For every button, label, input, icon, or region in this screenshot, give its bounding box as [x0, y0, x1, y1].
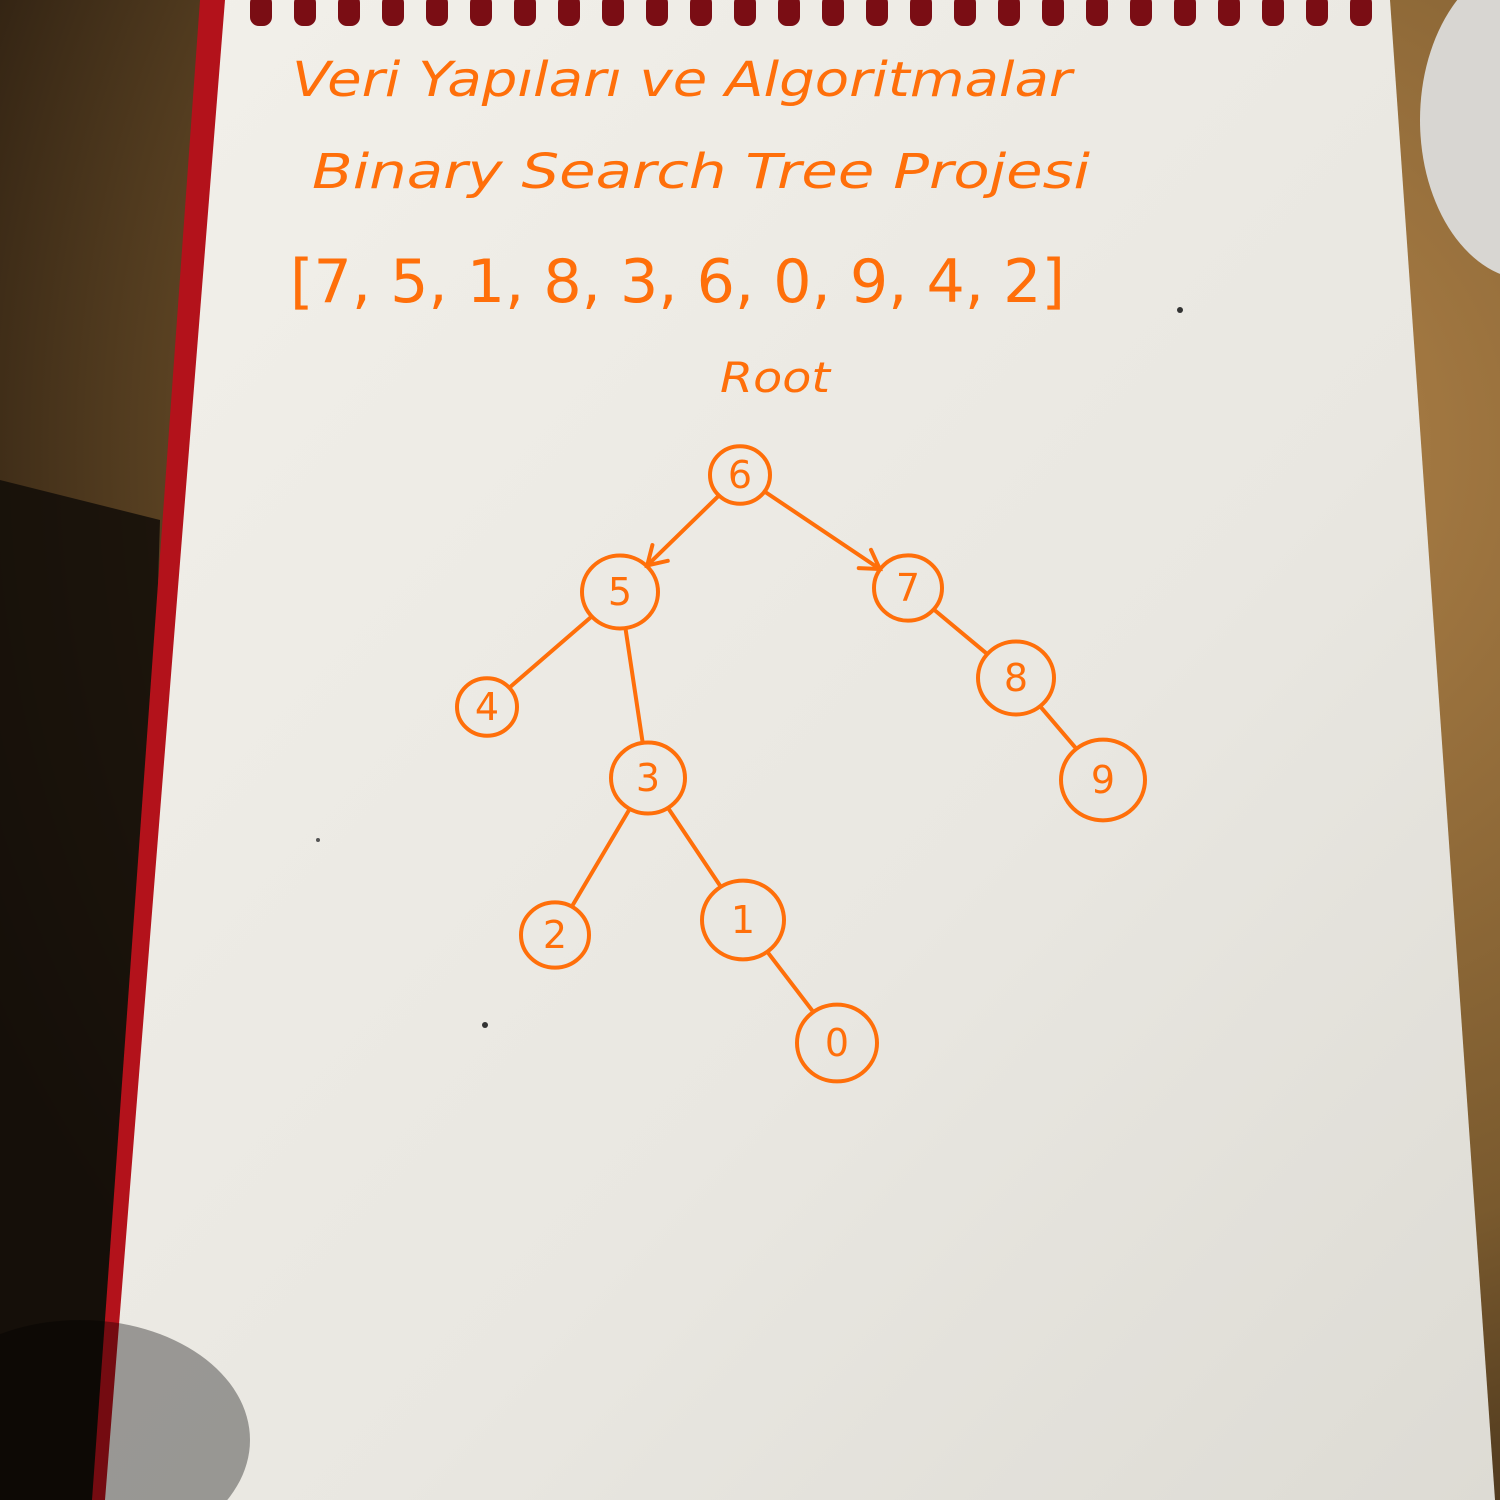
tree-node-1: 1 — [700, 878, 786, 962]
spiral-ring — [294, 0, 316, 26]
spiral-ring — [338, 0, 360, 26]
spiral-ring — [1262, 0, 1284, 26]
paper-speck — [1177, 307, 1183, 313]
round-object — [1420, 0, 1500, 274]
spiral-ring — [1086, 0, 1108, 26]
tree-node-8: 8 — [976, 639, 1056, 717]
tree-edge-n1-n0 — [765, 950, 815, 1014]
tree-node-7: 7 — [872, 553, 944, 623]
array-list: [7, 5, 1, 8, 3, 6, 0, 9, 4, 2] — [290, 247, 1065, 317]
tree-node-0: 0 — [795, 1002, 879, 1084]
spiral-ring — [954, 0, 976, 26]
spiral-ring — [646, 0, 668, 26]
spiral-ring — [1042, 0, 1064, 26]
tree-edge-n6-n7 — [762, 489, 882, 572]
node-label: 1 — [731, 898, 755, 942]
node-label: 5 — [608, 570, 632, 614]
tree-node-2: 2 — [519, 900, 591, 970]
spiral-ring — [866, 0, 888, 26]
tree-node-5: 5 — [580, 553, 660, 631]
tree-node-9: 9 — [1059, 737, 1147, 823]
tree-edge-n3-n1 — [666, 806, 723, 888]
spiral-binding — [250, 0, 1372, 26]
title-line-2: Binary Search Tree Projesi — [312, 144, 1091, 200]
spiral-ring — [1306, 0, 1328, 26]
tree-edge-n3-n2 — [570, 807, 632, 908]
spiral-ring — [734, 0, 756, 26]
spiral-ring — [1350, 0, 1372, 26]
tree-node-6: 6 — [708, 444, 772, 506]
finger-shadow — [0, 1320, 250, 1500]
paper-speck — [316, 838, 320, 842]
spiral-ring — [514, 0, 536, 26]
spiral-ring — [822, 0, 844, 26]
node-circle — [708, 444, 772, 506]
spiral-ring — [690, 0, 712, 26]
node-circle — [700, 878, 786, 962]
spiral-ring — [1130, 0, 1152, 26]
spiral-ring — [998, 0, 1020, 26]
spiral-ring — [910, 0, 932, 26]
tree-node-4: 4 — [455, 676, 519, 738]
node-circle — [519, 900, 591, 970]
node-label: 8 — [1004, 656, 1028, 700]
node-label: 3 — [636, 756, 660, 800]
tree-edge-n5-n3 — [623, 627, 645, 744]
root-label: Root — [720, 353, 832, 402]
node-label: 6 — [728, 453, 752, 497]
node-circle — [795, 1002, 879, 1084]
spiral-ring — [382, 0, 404, 26]
spiral-ring — [1174, 0, 1196, 26]
spiral-ring — [1218, 0, 1240, 26]
tree-edge-n7-n8 — [932, 607, 989, 656]
spiral-ring — [602, 0, 624, 26]
node-circle — [609, 740, 687, 816]
node-label: 7 — [896, 566, 920, 610]
spiral-ring — [426, 0, 448, 26]
node-label: 2 — [543, 913, 567, 957]
spiral-ring — [470, 0, 492, 26]
tree-nodes: 6 5 7 4 3 8 9 2 1 0 — [455, 444, 1147, 1084]
tree-node-3: 3 — [609, 740, 687, 816]
node-circle — [580, 553, 660, 631]
node-circle — [1059, 737, 1147, 823]
title-line-1: Veri Yapıları ve Algoritmalar — [292, 52, 1076, 108]
spiral-ring — [250, 0, 272, 26]
spiral-ring — [558, 0, 580, 26]
node-label: 9 — [1091, 758, 1115, 802]
tree-edge-n8-n9 — [1038, 704, 1078, 751]
paper-speck — [482, 1022, 488, 1028]
notebook-page — [105, 0, 1495, 1500]
tree-edge-n5-n4 — [507, 614, 594, 690]
node-circle — [455, 676, 519, 738]
node-label: 4 — [475, 685, 499, 729]
tree-edge-n6-n5 — [645, 493, 721, 568]
tree-edges — [507, 489, 1078, 1014]
spiral-ring — [778, 0, 800, 26]
node-circle — [976, 639, 1056, 717]
node-label: 0 — [825, 1021, 849, 1065]
node-circle — [872, 553, 944, 623]
